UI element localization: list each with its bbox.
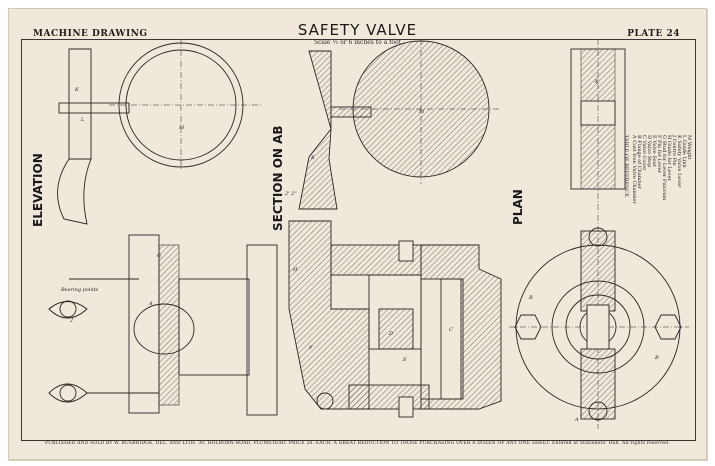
plate-number: PLATE 24	[627, 29, 680, 39]
label-D-section: D	[388, 331, 393, 337]
label-L-elevation: L	[80, 117, 85, 123]
label-C-section: C	[449, 327, 453, 333]
label-M-elevation: M	[178, 125, 185, 131]
technical-drawing: K L M A G J Bearing points K M 2' 2" H D…	[48, 39, 689, 429]
drawing-sheet: MACHINE DRAWING SAFETY VALVE Scale ½ or …	[8, 8, 707, 460]
label-K-plan: K	[594, 79, 599, 85]
label-dimension: 2' 2"	[284, 191, 297, 197]
label-H-section: H	[292, 267, 298, 273]
plate-scale: Scale ½ or 6 inches to a foot	[313, 39, 402, 46]
label-J-elevation: J	[70, 317, 74, 323]
series-title: MACHINE DRAWING	[33, 29, 148, 39]
reference-table: TABLE OF REFERENCE. A Cast Iron Valve Ch…	[621, 135, 692, 245]
plate-title: SAFETY VALVE	[297, 21, 418, 39]
label-A-plan: A	[574, 417, 579, 423]
label-M-section: M	[418, 109, 425, 115]
label-F-section: F	[308, 345, 313, 351]
label-G-elevation: G	[157, 253, 161, 259]
drawing-border	[21, 39, 696, 441]
reference-item: M Weight	[686, 135, 692, 160]
label-B-plan-right: B	[654, 355, 659, 361]
elevation-chamber-left	[128, 234, 160, 414]
elevation-lever-upper	[68, 48, 92, 160]
label-bearing-points: Bearing points	[60, 287, 99, 293]
publisher-footer: PUBLISHED AND SOLD BY W. BUSBRIDGE, DEL.…	[44, 441, 670, 446]
reference-title: TABLE OF REFERENCE.	[623, 135, 629, 199]
elevation-lever	[58, 102, 130, 114]
label-A-elevation: A	[148, 301, 153, 307]
label-K-section: K	[310, 155, 315, 161]
label-E-section: E	[402, 357, 407, 363]
label-B-plan: B	[528, 295, 533, 301]
label-K-elevation: K	[74, 87, 79, 93]
